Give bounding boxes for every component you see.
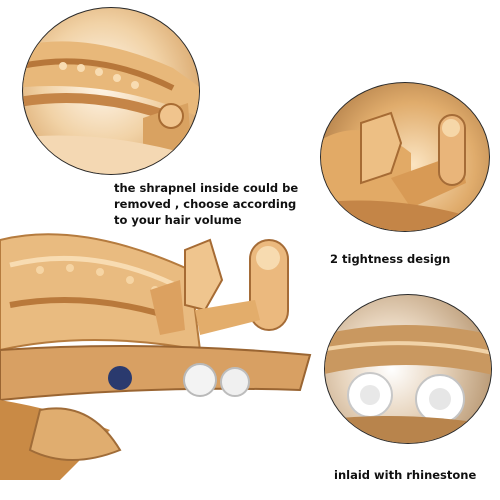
shrapnel-detail-image: [23, 41, 199, 174]
tightness-detail-image: [321, 111, 489, 231]
rhinestone-detail-image: [325, 325, 491, 443]
caption-tightness: 2 tightness design: [330, 252, 451, 266]
hair-clip-product-image: [0, 210, 320, 480]
caption-shrapnel: the shrapnel inside could be removed , c…: [114, 181, 299, 227]
zoom-detail-shrapnel: [22, 7, 200, 175]
caption-rhinestone: inlaid with rhinestone: [334, 468, 477, 482]
zoom-detail-rhinestone: [324, 294, 492, 444]
zoom-detail-tightness: [320, 82, 490, 232]
